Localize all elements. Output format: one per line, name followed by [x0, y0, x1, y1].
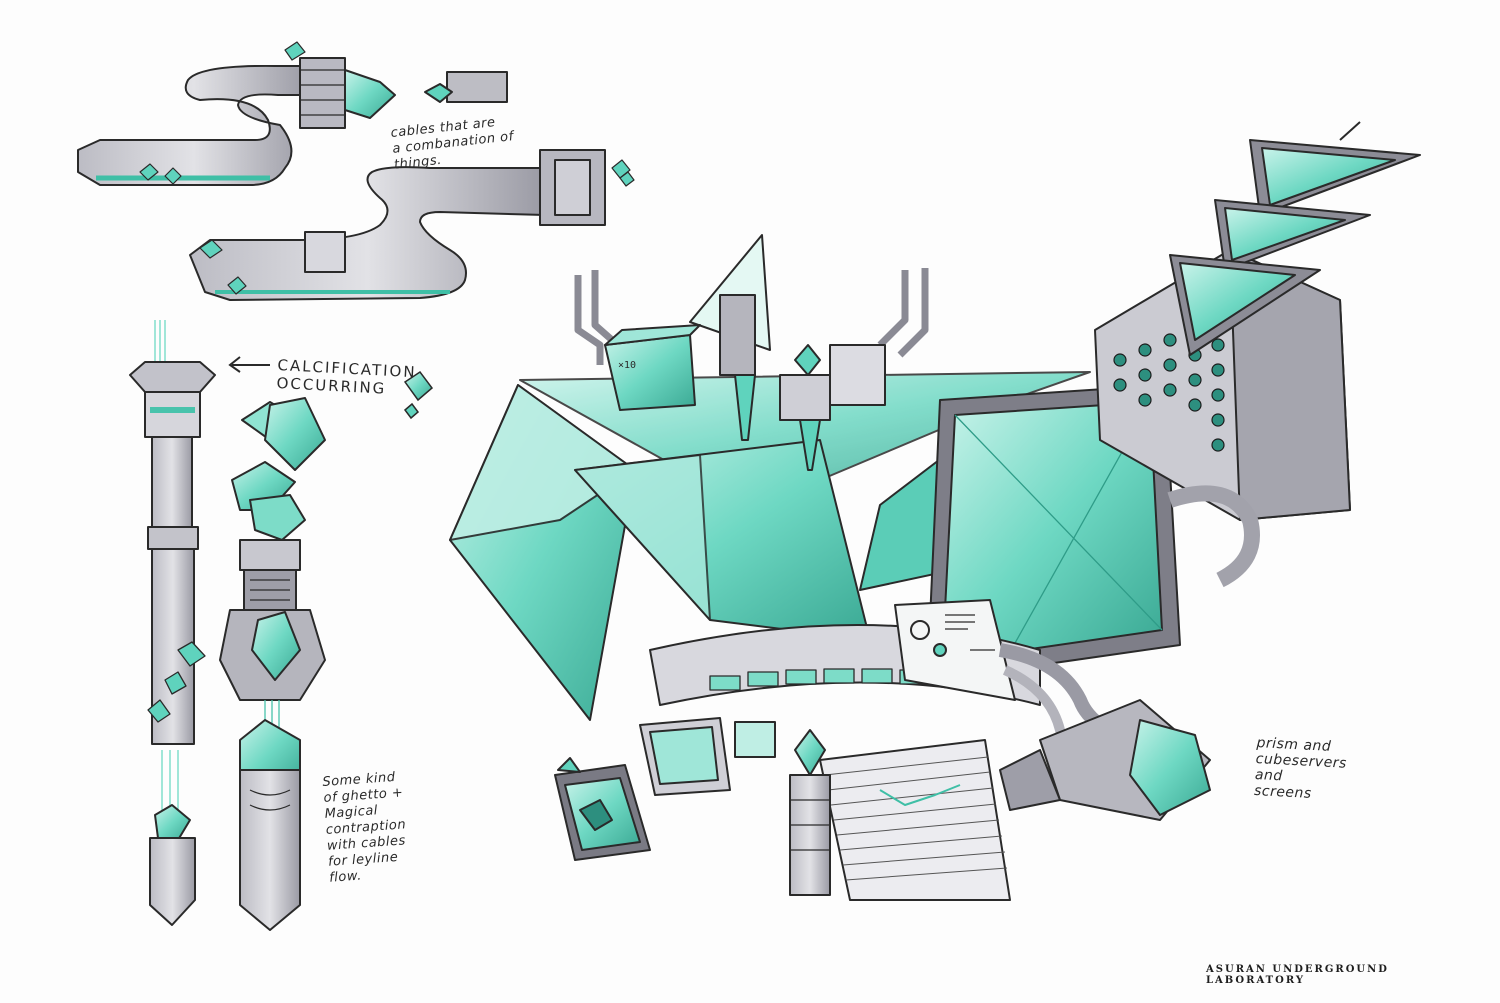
calcification-arrow — [228, 356, 270, 373]
laboratory-scene: ×10 — [449, 121, 1421, 901]
cable-sketch-upper — [77, 41, 508, 186]
svg-text:×10: ×10 — [618, 360, 636, 371]
floating-crystals — [403, 370, 434, 420]
pillar-sketch-left — [129, 320, 216, 926]
note-prism-servers: prism and cubeservers and screens — [1253, 735, 1348, 802]
note-contraption: Some kind of ghetto + Magical contraptio… — [322, 769, 407, 886]
pillar-sketch-right — [219, 397, 326, 931]
note-calcification: CALCIFICATION OCCURRING — [276, 356, 418, 398]
cable-sketch-lower — [189, 149, 635, 301]
sheet-caption: ASURAN UNDERGROUND LABORATORY — [1206, 964, 1389, 986]
